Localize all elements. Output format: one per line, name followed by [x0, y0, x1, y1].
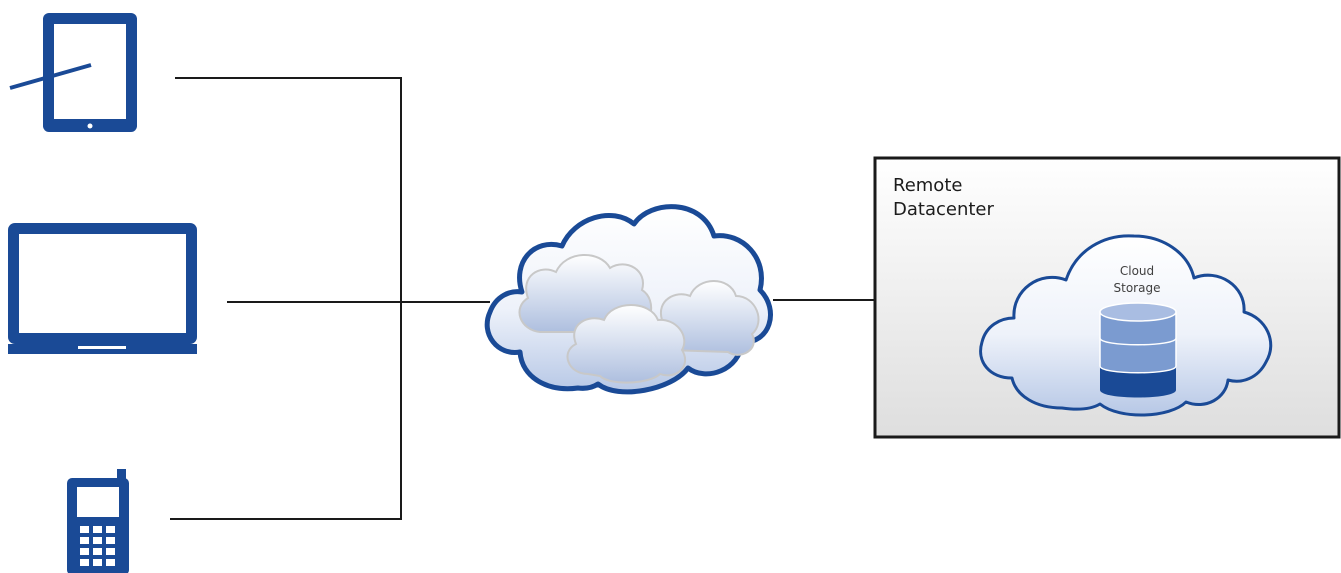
datacenter-label-line2: Datacenter — [893, 199, 994, 220]
connection-lines — [170, 77, 875, 520]
mobile-phone-icon — [67, 469, 129, 573]
database-icon — [1099, 302, 1177, 398]
remote-datacenter-label: Remote Datacenter — [893, 174, 994, 222]
cloud-storage-label-line1: Cloud — [1119, 264, 1155, 278]
internet-cloud-icon — [484, 204, 773, 395]
laptop-icon — [8, 223, 197, 354]
tablet-icon — [9, 13, 137, 132]
datacenter-label-line1: Remote — [893, 175, 963, 196]
cloud-storage-label: Cloud Storage — [1092, 263, 1182, 297]
cloud-storage-label-line2: Storage — [1113, 281, 1161, 295]
